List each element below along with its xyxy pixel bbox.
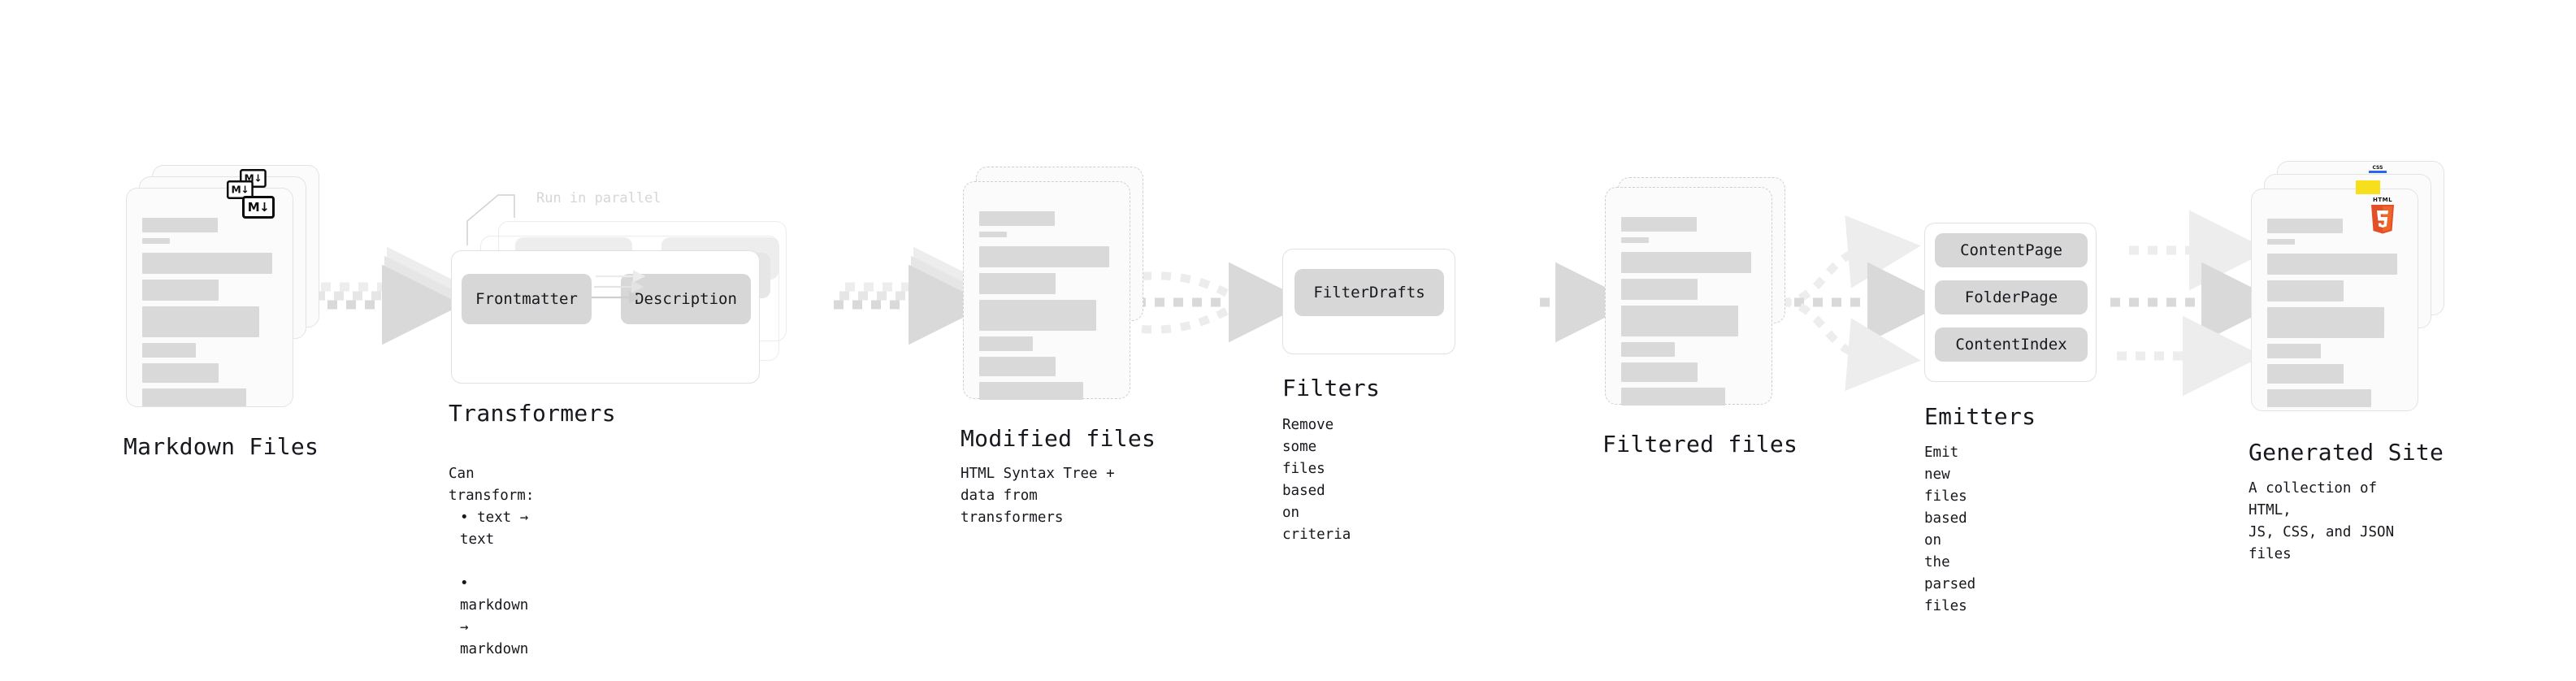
markdown-badge-back-1: M↓ xyxy=(227,180,254,199)
arrow-modified-to-filters xyxy=(1136,262,1309,343)
html5-badge: HTML xyxy=(2366,195,2399,234)
markdown-doc-front xyxy=(126,188,293,407)
stage-title-modified-files: Modified files xyxy=(961,425,1156,452)
markdown-doc-stack: M↓ M↓ M↓ xyxy=(126,165,319,409)
generated-doc-stack: CSS HTML xyxy=(2251,161,2444,413)
stage-desc-filters: Remove some files based on criteria xyxy=(1282,417,1351,543)
css3-badge: CSS xyxy=(2367,164,2388,174)
emitter-chip-contentindex[interactable]: ContentIndex xyxy=(1935,327,2088,362)
markdown-badge-text: M↓ xyxy=(247,199,270,215)
stage-title-markdown-files: Markdown Files xyxy=(124,433,319,460)
generated-skeleton-lines xyxy=(2267,219,2397,413)
stage-title-filters: Filters xyxy=(1282,375,1381,401)
modified-doc-stack xyxy=(963,167,1143,410)
filtered-skeleton-lines xyxy=(1621,217,1751,411)
stage-generated-site: CSS HTML Generated Site A collection of … xyxy=(2249,161,2444,562)
filter-chip-filterdrafts[interactable]: FilterDrafts xyxy=(1295,269,1444,316)
stage-desc-generated-site: A collection of HTML, JS, CSS, and JSON … xyxy=(2249,480,2395,562)
stage-desc-transformers: Can transform: • text → text • markdown … xyxy=(449,441,534,681)
modified-doc-front xyxy=(963,181,1130,400)
arrow-emitters-to-site xyxy=(2110,210,2282,397)
run-in-parallel-label: Run in parallel xyxy=(536,190,661,206)
stage-modified-files: Modified files HTML Syntax Tree + data f… xyxy=(961,167,1156,526)
arrow-filtered-to-emitters xyxy=(1776,215,1948,391)
markdown-badge-text: M↓ xyxy=(231,183,249,196)
modified-skeleton-lines xyxy=(979,211,1109,406)
stage-filtered-files: Filtered files xyxy=(1602,177,1798,458)
stage-title-filtered-files: Filtered files xyxy=(1602,431,1798,458)
stage-title-generated-site: Generated Site xyxy=(2249,439,2444,466)
javascript-badge xyxy=(2356,180,2380,194)
markdown-skeleton-lines xyxy=(142,218,272,412)
svg-text:HTML: HTML xyxy=(2373,197,2392,203)
run-in-parallel-bracket xyxy=(466,194,515,245)
svg-text:CSS: CSS xyxy=(2373,165,2383,171)
markdown-badge-front: M↓ xyxy=(242,196,275,219)
arrow-markdown-to-transformers xyxy=(309,246,467,345)
stage-desc-emitters: Emit new files based on the parsed files xyxy=(1924,445,1976,614)
transformer-internal-arrows xyxy=(592,270,646,304)
emitters-box: ContentPage FolderPage ContentIndex xyxy=(1924,223,2097,382)
transformers-desc-heading: Can transform: xyxy=(449,466,535,504)
filtered-doc-stack xyxy=(1605,177,1785,421)
filters-box: FilterDrafts xyxy=(1282,249,1455,354)
transformers-bullet-1: • markdown → markdown xyxy=(460,575,529,657)
arrow-transformers-to-modified xyxy=(834,246,994,345)
transformers-bullet-0: • text → text xyxy=(460,510,529,548)
emitter-chip-folderpage[interactable]: FolderPage xyxy=(1935,280,2088,314)
stage-title-transformers: Transformers xyxy=(449,400,616,427)
transformer-chip-frontmatter[interactable]: Frontmatter xyxy=(462,274,592,324)
stage-title-emitters: Emitters xyxy=(1924,403,2036,430)
filtered-doc-front xyxy=(1605,187,1772,406)
stage-desc-modified-files: HTML Syntax Tree + data from transformer… xyxy=(961,466,1115,526)
emitter-chip-contentpage[interactable]: ContentPage xyxy=(1935,233,2088,267)
stage-markdown-files: M↓ M↓ M↓ Markdown Files xyxy=(124,165,319,460)
